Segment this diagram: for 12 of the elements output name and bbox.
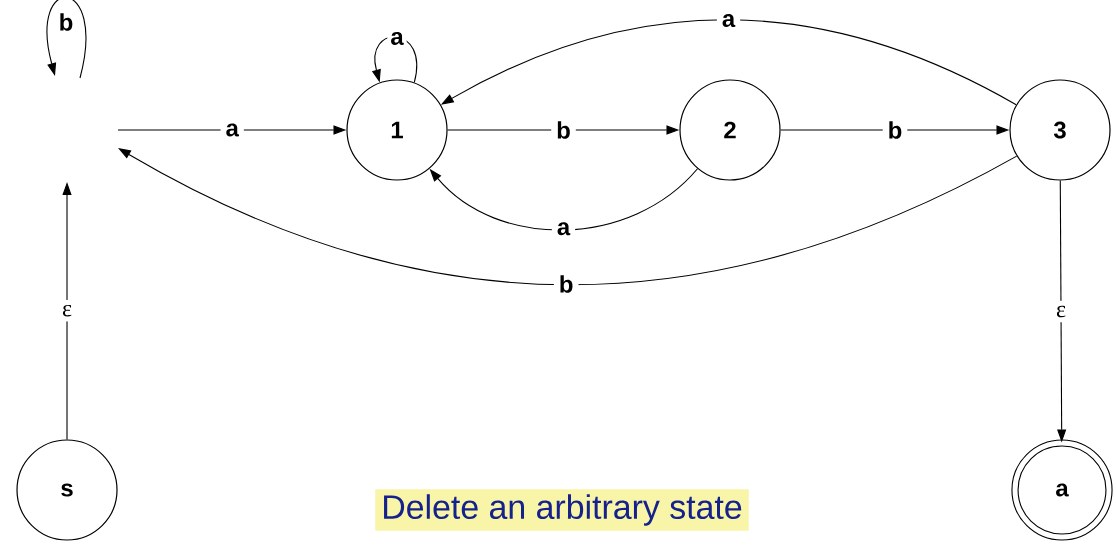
edge-label: b — [551, 116, 576, 144]
edge-label: b — [553, 270, 579, 298]
arrow — [118, 148, 1018, 286]
loop-label: b — [55, 10, 77, 34]
edge-label: b — [882, 116, 908, 144]
edge-label: a — [716, 9, 741, 33]
caption: Delete an arbitrary state — [375, 489, 749, 531]
edge-label: ε — [1051, 300, 1072, 323]
edge-label: ε — [57, 299, 78, 322]
edge-label: a — [551, 217, 576, 241]
edge-label: a — [220, 118, 244, 142]
edge-label: a — [387, 28, 407, 48]
